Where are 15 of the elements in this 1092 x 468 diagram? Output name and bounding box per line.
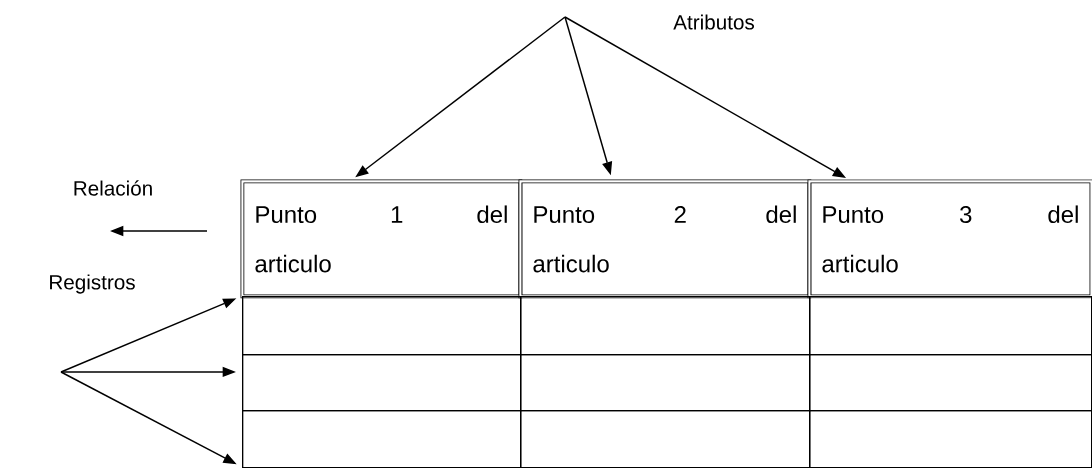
- table-cell: [242, 354, 522, 412]
- header-cell: Punto 3 del articulo: [807, 179, 1092, 299]
- table-cell: [809, 410, 1092, 468]
- table-cell: [809, 354, 1092, 412]
- table-cell: [809, 296, 1092, 356]
- header-cell: Punto 2 del articulo: [518, 179, 812, 299]
- table-cell: [520, 410, 811, 468]
- table-cell: [520, 296, 811, 356]
- relation-label: Relación: [74, 180, 152, 196]
- header-cell: Punto 1 del articulo: [240, 179, 523, 299]
- table-cell: [242, 410, 522, 468]
- attribute-label: Atributos: [673, 14, 754, 30]
- table-cell: [520, 354, 811, 412]
- table-cell: [242, 296, 522, 356]
- records-label: Registros: [50, 274, 135, 294]
